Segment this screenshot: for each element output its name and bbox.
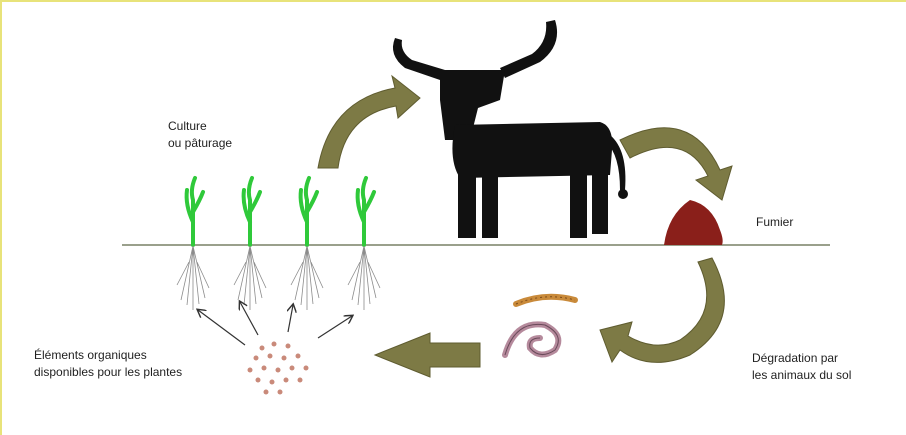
cycle-arrow-icon bbox=[375, 333, 480, 377]
label-culture-line1: Culture bbox=[168, 118, 232, 135]
label-degradation-line1: Dégradation par bbox=[752, 350, 851, 367]
label-fumier: Fumier bbox=[756, 214, 793, 231]
label-culture-line2: ou pâturage bbox=[168, 135, 232, 152]
label-culture: Culture ou pâturage bbox=[168, 118, 232, 152]
label-elements: Éléments organiques disponibles pour les… bbox=[34, 347, 182, 381]
label-degradation-line2: les animaux du sol bbox=[752, 367, 851, 384]
nutrient-dots-icon bbox=[248, 342, 309, 395]
cycle-arrow-icon bbox=[318, 76, 732, 362]
label-elements-line2: disponibles pour les plantes bbox=[34, 364, 182, 381]
nutrient-arrow bbox=[198, 302, 352, 345]
cow-icon bbox=[393, 20, 628, 238]
manure-icon bbox=[664, 200, 723, 245]
label-elements-line1: Éléments organiques bbox=[34, 347, 182, 364]
label-degradation: Dégradation par les animaux du sol bbox=[752, 350, 851, 384]
